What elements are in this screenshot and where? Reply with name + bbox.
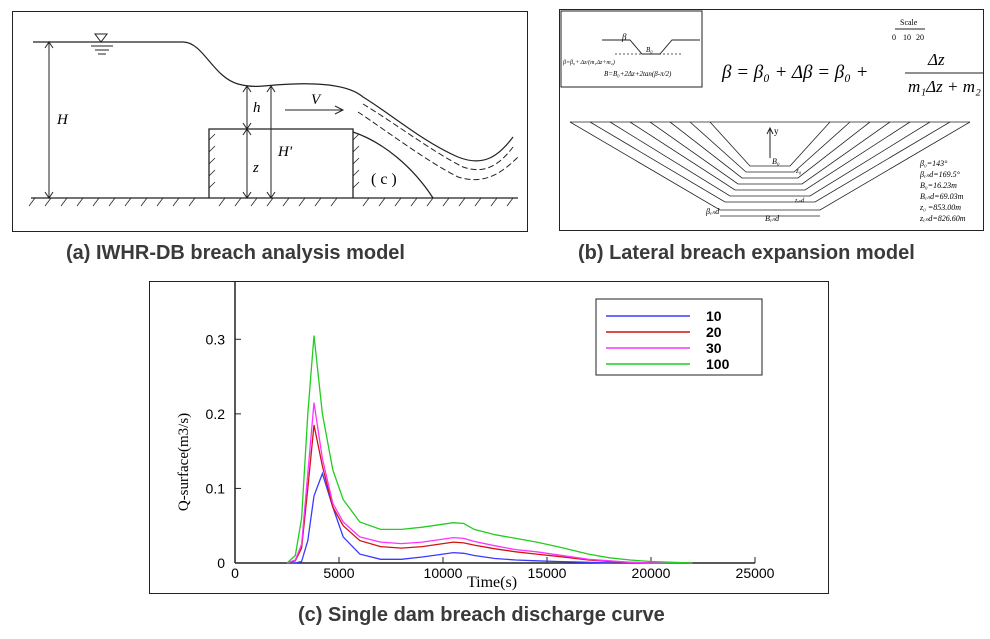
series-line-100	[286, 335, 693, 564]
label-Hprime: H'	[277, 144, 293, 160]
label-z-end: zₑₙd	[794, 198, 805, 204]
param-list: β₀=143° βₑₙd=169.5° B₀=16.23m Bₑₙd=69.03…	[919, 159, 966, 223]
y-tick-label: 0.2	[206, 406, 226, 422]
label-B0: B₀	[772, 157, 780, 166]
label-H: H	[56, 112, 69, 128]
jet-dashed-line-1	[362, 103, 514, 171]
label-h: h	[253, 100, 261, 116]
legend-label: 100	[706, 356, 730, 372]
dam-block	[208, 128, 354, 198]
water-level-icon	[91, 33, 113, 55]
lateral-expansion-diagram: β B₀ β=β₀+ Δz/(m₁Δz+m₂) B=B₀+2Δz+2tan(β-…	[560, 10, 983, 223]
panel-breach-analysis-model: H ( c ) h z H' V	[12, 11, 528, 232]
panel-discharge-chart: 0 5000 10000 15000 20000 25000 0 0.1 0.2 0.3 Q-su…	[149, 281, 829, 594]
param-line: B₀=16.23m	[920, 181, 957, 190]
scale-tick-20: 20	[916, 33, 924, 42]
inset-formula-1: β=β₀+ Δz/(m₁Δz+m₂)	[562, 59, 615, 66]
inset-formula-2: B=B₀+2Δz+2tan(β-π/2)	[604, 70, 672, 78]
inset-label-beta: β	[621, 32, 627, 42]
label-beta-end: βₑₙd	[705, 207, 720, 216]
series-line-10	[287, 471, 693, 564]
jet-dashed-line-2	[357, 111, 519, 181]
panel-lateral-expansion-model: β B₀ β=β₀+ Δz/(m₁Δz+m₂) B=B₀+2Δz+2tan(β-…	[559, 9, 984, 231]
x-tick-label: 5000	[323, 565, 354, 581]
x-tick-label: 25000	[736, 565, 775, 581]
legend-label: 30	[706, 340, 722, 356]
fraction-denominator: m₁Δz + m₂	[908, 77, 981, 96]
series-line-20	[286, 424, 693, 564]
downstream-bank	[352, 131, 434, 199]
legend-label: 20	[706, 324, 722, 340]
label-z: z	[252, 160, 259, 176]
legend-box	[595, 298, 763, 376]
legend-label: 10	[706, 308, 722, 324]
main-formula: β = β₀ + Δβ = β₀ +	[721, 62, 868, 83]
y-tick-label: 0.1	[206, 480, 226, 496]
eddy-symbols: ( c )	[371, 171, 397, 188]
inset-box	[560, 10, 703, 88]
ground-hatch	[28, 197, 514, 207]
dam-hatch-left	[208, 133, 216, 189]
param-line: Bₑₙd=69.03m	[920, 192, 964, 201]
caption-a: (a) IWHR-DB breach analysis model	[66, 242, 405, 264]
param-line: β₀=143°	[919, 159, 948, 168]
water-surface-line	[33, 41, 514, 162]
y-tick-label: 0	[217, 555, 225, 571]
inset-label-B0: B₀	[646, 46, 653, 54]
label-V: V	[311, 92, 322, 108]
x-tick-label: 15000	[528, 565, 567, 581]
breach-model-diagram: H ( c ) h z H' V	[28, 33, 519, 207]
dam-hatch-right	[352, 133, 360, 189]
y-axis-label: Q-surface(m3/s)	[176, 413, 192, 511]
param-line: zₑₙd=826.60m	[919, 214, 966, 223]
discharge-chart: 0 5000 10000 15000 20000 25000 0 0.1 0.2 0.3 Q-su…	[176, 282, 775, 591]
label-z0: z₀	[795, 167, 802, 175]
scale-tick-10: 10	[903, 33, 911, 42]
scale-title: Scale	[900, 18, 918, 27]
scale-tick-0: 0	[892, 33, 896, 42]
breach-cross-sections	[569, 121, 971, 211]
x-tick-label: 20000	[632, 565, 671, 581]
x-tick-label: 10000	[424, 565, 463, 581]
caption-c: (c) Single dam breach discharge curve	[298, 604, 665, 626]
x-tick-label: 0	[231, 565, 239, 581]
axis-y-label: y	[774, 126, 779, 136]
caption-b: (b) Lateral breach expansion model	[578, 242, 915, 264]
series-line-30	[286, 402, 693, 564]
param-line: βₑₙd=169.5°	[919, 170, 961, 179]
y-tick-label: 0.3	[206, 331, 226, 347]
x-axis-label: Time(s)	[467, 574, 517, 591]
fraction-numerator: Δz	[927, 50, 945, 69]
label-B-end: Bₑₙd	[765, 214, 780, 223]
param-line: z₀ =853.00m	[919, 203, 961, 212]
